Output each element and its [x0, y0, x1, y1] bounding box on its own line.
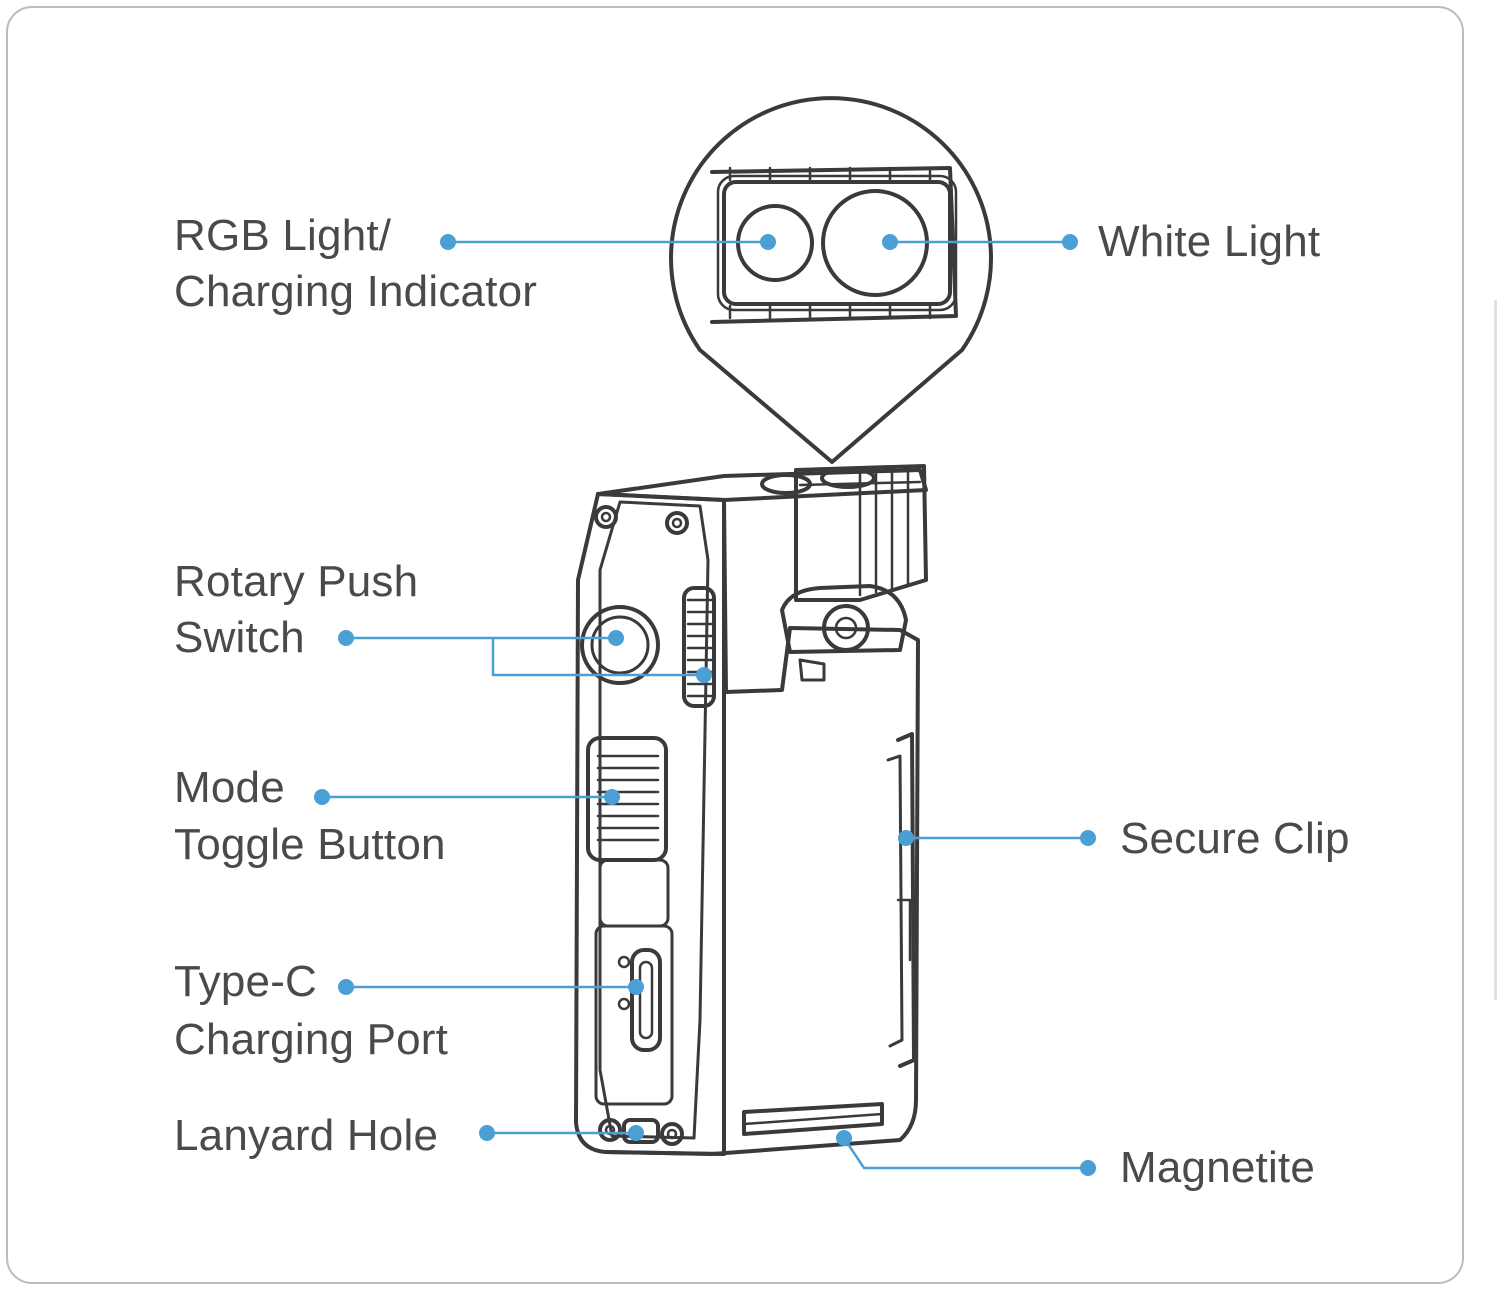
edge-line	[1494, 300, 1497, 1000]
label-typec-line1: Type-C	[174, 957, 318, 1006]
label-mode-line2: Toggle Button	[174, 820, 446, 869]
label-rgb-light-line1: RGB Light/	[174, 211, 392, 260]
diagram-frame	[6, 6, 1464, 1284]
magnetite-callout-line	[842, 1137, 1088, 1170]
label-rgb-light-line2: Charging Indicator	[174, 267, 538, 316]
label-rotary-line2: Switch	[174, 613, 305, 662]
label-mode-line1: Mode	[174, 763, 285, 812]
label-secure-clip: Secure Clip	[1120, 814, 1350, 863]
label-lanyard: Lanyard Hole	[174, 1111, 439, 1160]
label-white-light: White Light	[1098, 217, 1321, 266]
rotary-callout-branch	[491, 638, 704, 677]
device-body	[574, 464, 928, 1156]
label-rotary-line1: Rotary Push	[174, 557, 419, 606]
magnifier-callout-icon	[669, 96, 993, 464]
label-magnetite: Magnetite	[1120, 1143, 1316, 1192]
label-typec-line2: Charging Port	[174, 1015, 449, 1064]
